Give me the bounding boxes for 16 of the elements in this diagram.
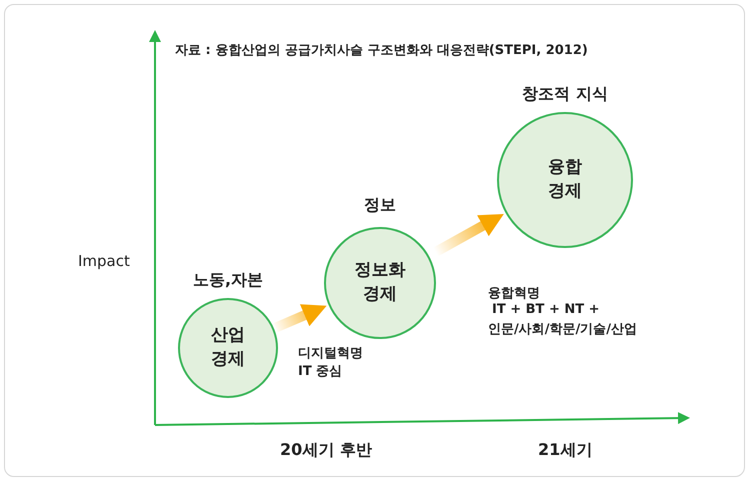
annotation-text: IT 중심 <box>298 363 342 380</box>
annotation-text: 디지털혁명 <box>298 345 363 362</box>
circle-heading: 노동,자본 <box>192 270 264 291</box>
circle-heading: 정보 <box>364 195 396 216</box>
arrow <box>274 304 327 332</box>
axis-label: 21세기 <box>538 440 592 461</box>
annotation-text: IT + BT + NT + <box>492 302 600 317</box>
annotation-text: 인문/사회/학문/기술/산업 <box>488 321 637 338</box>
circle-text: 융합 경제 <box>546 156 583 203</box>
source-note: 자료 : 융합산업의 공급가치사슬 구조변화와 대응전략(STEPI, 2012) <box>175 42 588 59</box>
axis-label: 20세기 후반 <box>280 440 372 461</box>
annotation-text: 융합혁명 <box>488 285 540 302</box>
axis-label: Impact <box>78 252 130 270</box>
circle-text: 산업 경제 <box>210 324 246 371</box>
circle-heading: 창조적 지식 <box>522 84 608 105</box>
circle-text: 정보화 경제 <box>353 259 406 306</box>
